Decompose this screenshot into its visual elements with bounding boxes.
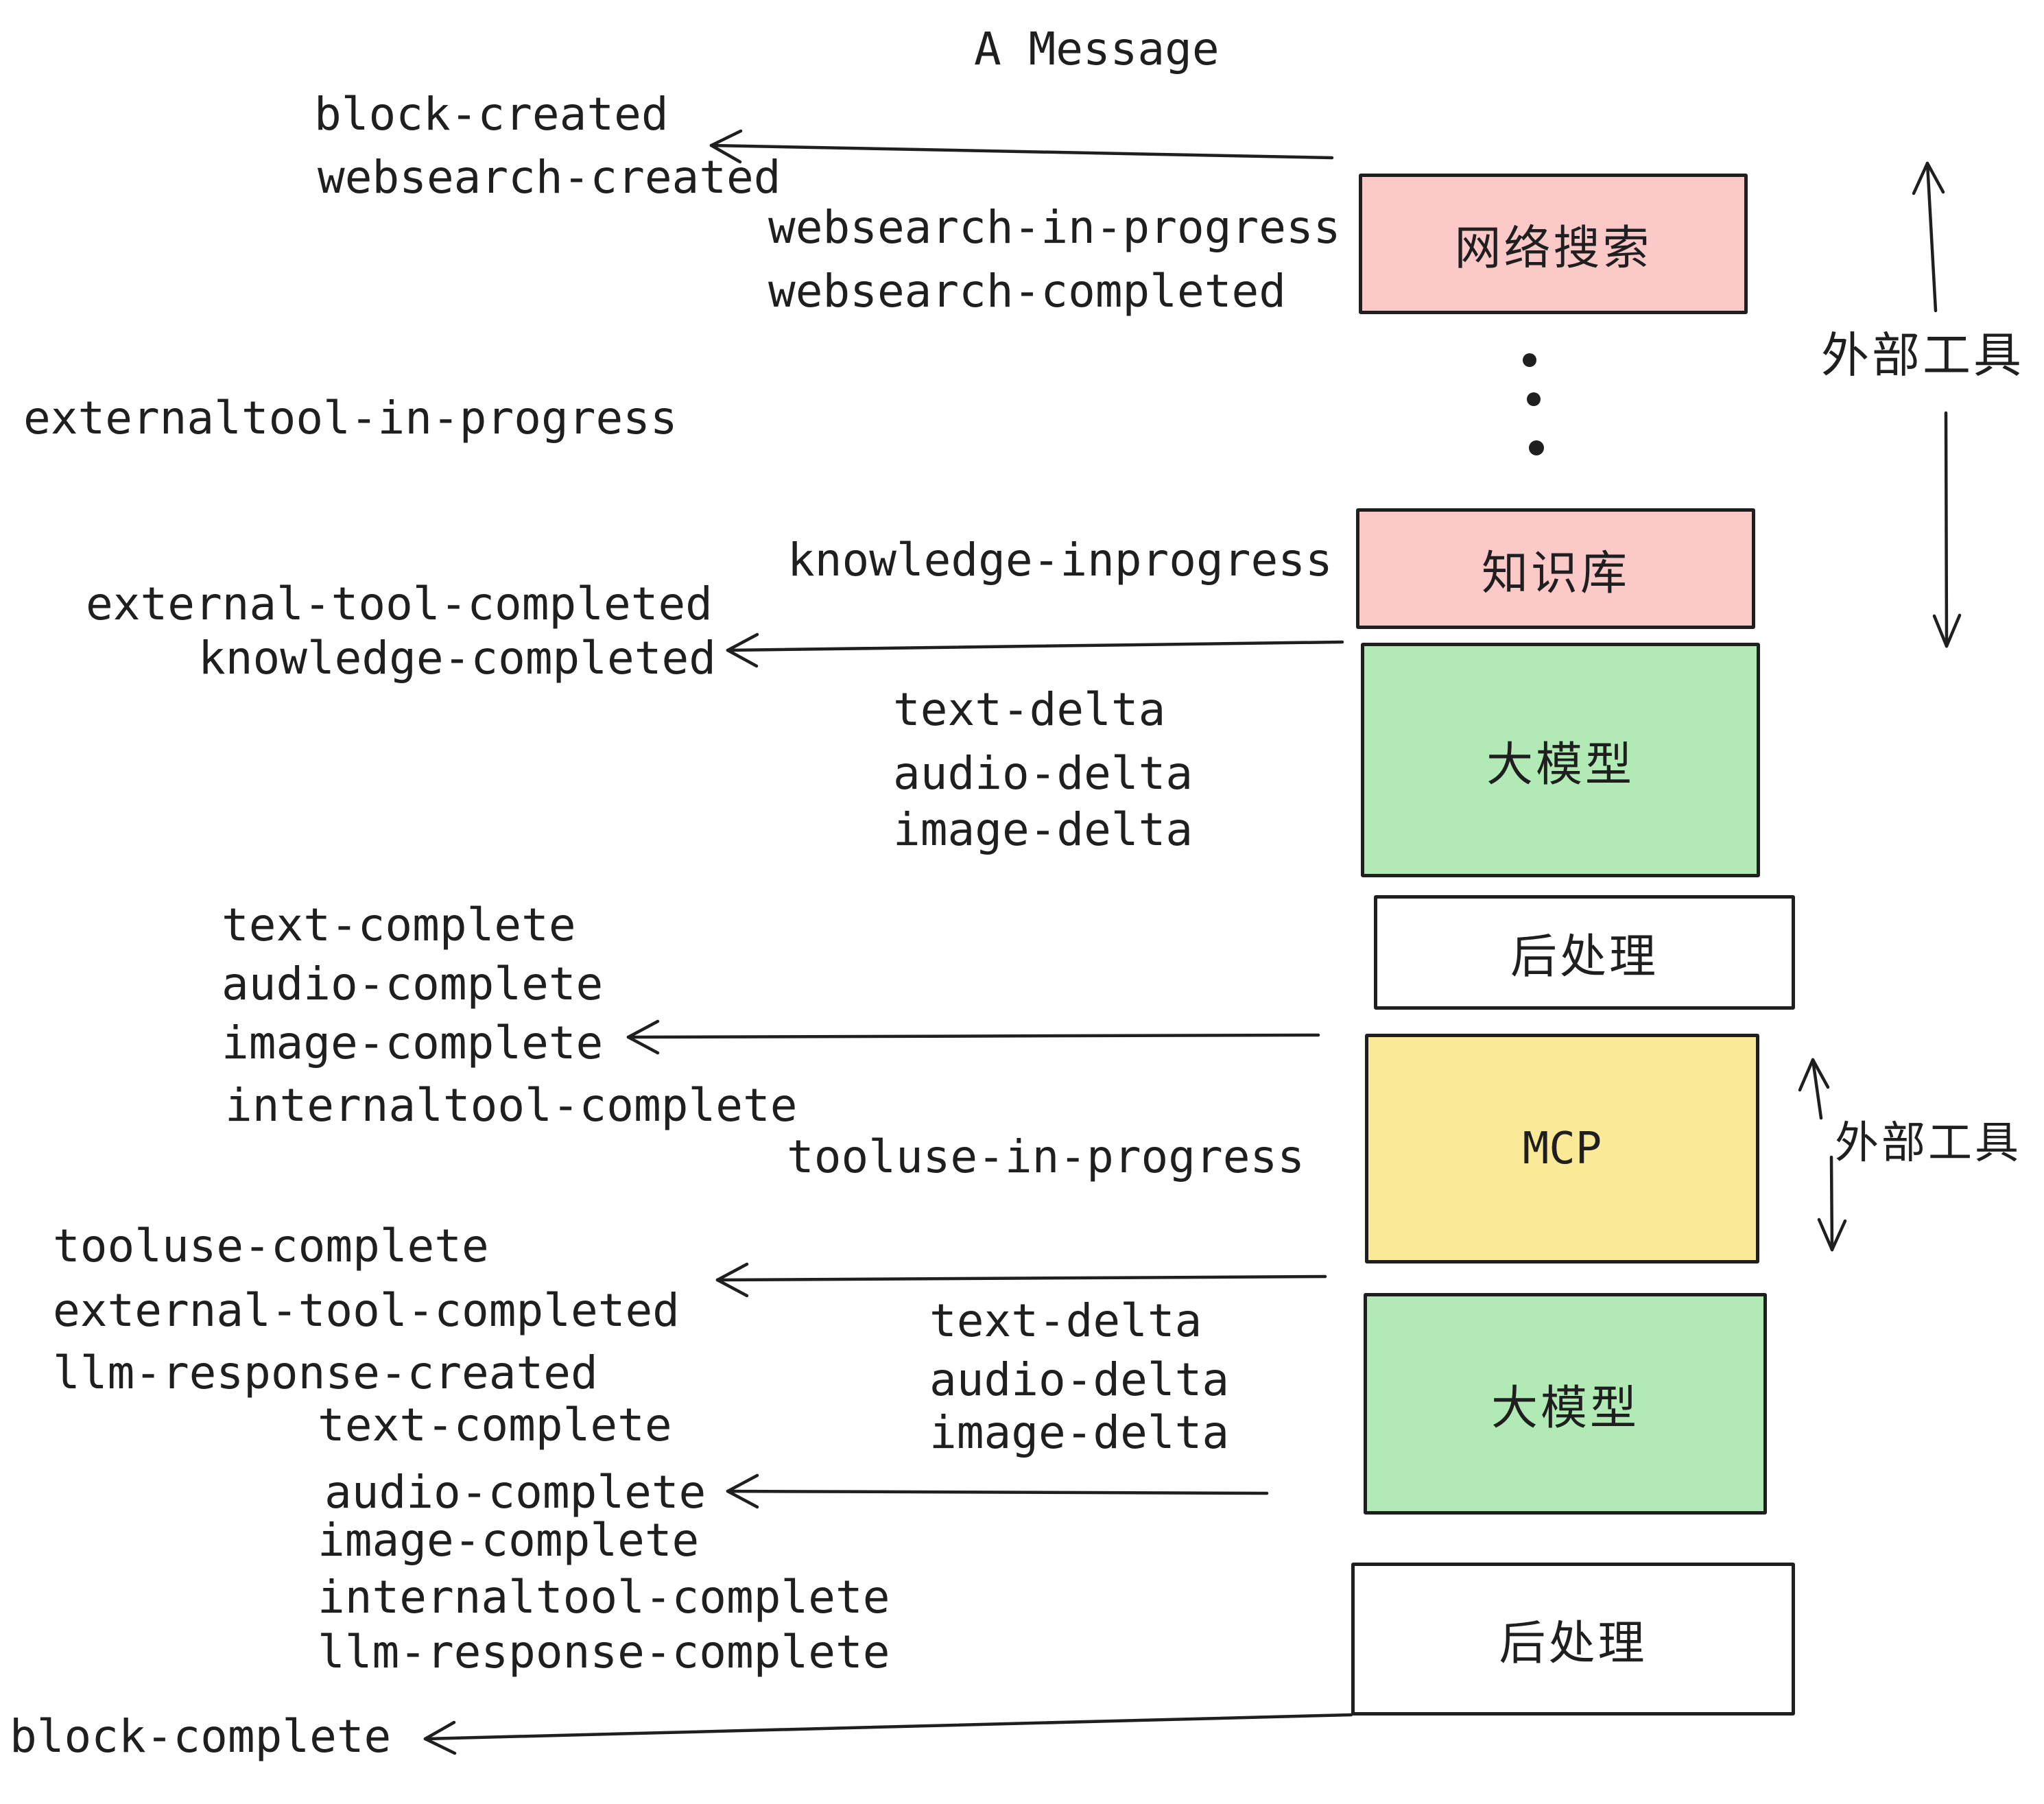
event-label-llm-response-complete: llm-response-complete bbox=[318, 1626, 890, 1678]
event-label-audio-delta-2: audio-delta bbox=[929, 1353, 1230, 1406]
event-label-image-complete-1: image-complete bbox=[222, 1017, 604, 1069]
box-postprocess-2: 后处理 bbox=[1351, 1563, 1795, 1716]
event-label-websearch-completed: websearch-completed bbox=[768, 265, 1286, 318]
vertical-ellipsis-icon bbox=[1523, 353, 1544, 455]
arrow-external-tools-up-icon bbox=[1912, 161, 1945, 313]
label-external-tools-top: 外部工具 bbox=[1821, 329, 2024, 382]
box-knowledge: 知识库 bbox=[1356, 508, 1755, 629]
arrow-image-complete-icon bbox=[626, 1019, 1320, 1055]
event-label-text-delta-1: text-delta bbox=[893, 683, 1166, 736]
event-label-internaltool-complete-1: internaltool-complete bbox=[225, 1079, 798, 1132]
arrow-external-tools-down-icon bbox=[1932, 411, 1962, 648]
box-llm-1: 大模型 bbox=[1361, 643, 1760, 877]
box-websearch: 网络搜索 bbox=[1359, 174, 1748, 314]
event-label-tooluse-in-progress: tooluse-in-progress bbox=[787, 1130, 1305, 1183]
arrow-knowledge-completed-icon bbox=[726, 632, 1344, 668]
arrow-mcp-down-icon bbox=[1817, 1155, 1847, 1252]
event-label-block-created: block-created bbox=[314, 88, 669, 141]
event-label-text-complete-1: text-complete bbox=[222, 899, 576, 951]
event-label-audio-delta-1: audio-delta bbox=[893, 747, 1193, 800]
box-llm-2: 大模型 bbox=[1364, 1293, 1767, 1515]
event-label-text-complete-2: text-complete bbox=[318, 1399, 672, 1451]
event-label-external-tool-completed: external-tool-completed bbox=[86, 578, 713, 630]
event-label-tooluse-complete: tooluse-complete bbox=[53, 1220, 489, 1272]
event-label-externaltool-in-progress: externaltool-in-progress bbox=[23, 392, 678, 444]
event-label-text-delta-2: text-delta bbox=[929, 1294, 1202, 1347]
event-label-knowledge-inprogress: knowledge-inprogress bbox=[787, 534, 1333, 586]
arrow-audio-complete-icon bbox=[726, 1473, 1269, 1509]
box-mcp: MCP bbox=[1365, 1034, 1759, 1263]
event-label-llm-response-created: llm-response-created bbox=[53, 1346, 598, 1399]
event-label-image-complete-2: image-complete bbox=[318, 1514, 700, 1567]
event-label-image-delta-2: image-delta bbox=[929, 1406, 1230, 1459]
arrow-websearch-created-icon bbox=[709, 129, 1334, 164]
diagram-title: A Message bbox=[974, 23, 1220, 75]
arrow-block-complete-icon bbox=[423, 1713, 1353, 1755]
event-label-block-complete: block-complete bbox=[10, 1710, 392, 1763]
arrow-mcp-up-icon bbox=[1798, 1058, 1830, 1120]
box-postprocess-1: 后处理 bbox=[1374, 895, 1795, 1010]
arrow-tooluse-complete-icon bbox=[715, 1262, 1327, 1298]
event-label-websearch-in-progress: websearch-in-progress bbox=[768, 201, 1341, 254]
label-external-tools-mid: 外部工具 bbox=[1835, 1118, 2021, 1167]
event-label-websearch-created: websearch-created bbox=[318, 151, 781, 204]
event-label-audio-complete-2: audio-complete bbox=[324, 1466, 706, 1519]
event-label-audio-complete-1: audio-complete bbox=[222, 958, 604, 1010]
event-label-internaltool-complete-2: internaltool-complete bbox=[318, 1571, 890, 1624]
event-label-knowledge-completed: knowledge-completed bbox=[198, 632, 716, 685]
event-label-external-tool-completed-2: external-tool-completed bbox=[53, 1284, 680, 1337]
event-label-image-delta-1: image-delta bbox=[893, 803, 1193, 856]
